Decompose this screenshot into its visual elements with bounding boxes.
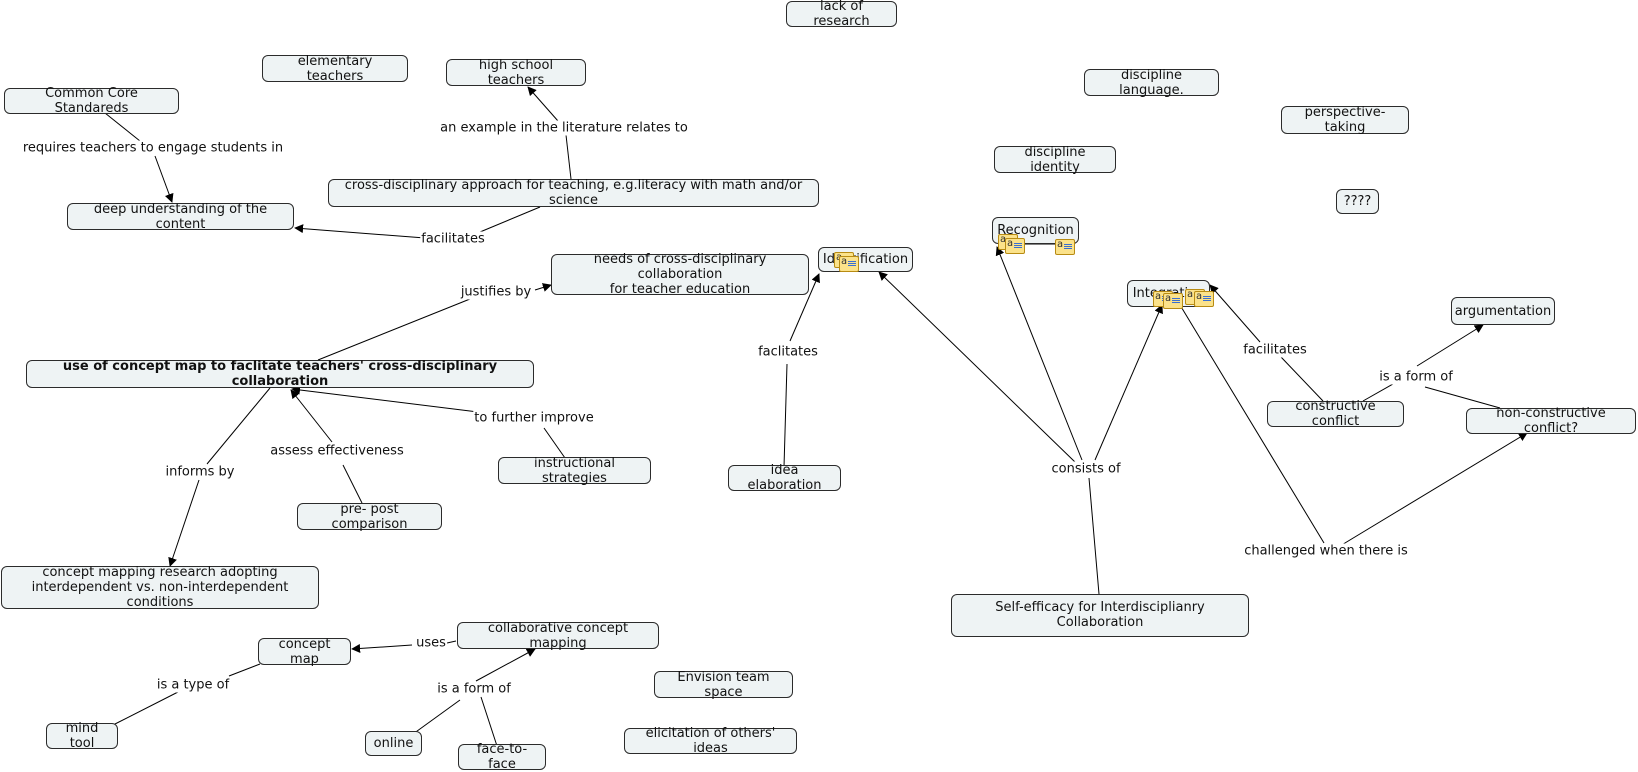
link-label-faclitates[interactable]: faclitates [757,344,819,360]
connector-line [154,155,174,203]
connector-line [291,385,479,413]
connector-line [294,224,426,239]
connector-line [1424,386,1501,409]
link-label-facilitates[interactable]: facilitates [420,231,486,247]
connector-line [342,464,363,504]
node-identification[interactable]: Identification [818,247,913,272]
node-discipline-identity[interactable]: discipline identity [994,145,1116,175]
node-constructive-conflict[interactable]: constructive conflict [1267,399,1404,429]
link-label-example[interactable]: an example in the literature relates to [439,120,689,136]
connector-line [206,387,271,465]
connector-line [480,696,498,747]
connector-line [351,643,413,653]
connector-line [783,363,788,468]
link-label-informs-by[interactable]: informs by [164,464,236,480]
node-needs-collaboration[interactable]: needs of cross-disciplinary collaboratio… [551,252,809,297]
connector-line [112,691,179,726]
node-online[interactable]: online [365,731,422,756]
connector-line [168,479,200,567]
connector-line [446,640,457,644]
connector-line [479,206,541,233]
link-label-to-further-improve[interactable]: to further improve [473,410,595,426]
connector-line [565,134,572,180]
node-instructional-strategies[interactable]: instructional strategies [498,456,651,486]
connector-line [412,699,461,735]
connector-line [527,86,559,122]
node-common-core[interactable]: Common Core Standareds [4,86,179,116]
node-idea-elaboration[interactable]: idea elaboration [728,463,841,493]
connector-line [1339,432,1528,547]
node-concept-map[interactable]: concept map [258,637,351,667]
connector-line [534,283,552,292]
connector-line [1209,284,1261,343]
node-elementary-teachers[interactable]: elementary teachers [262,54,408,84]
node-argumentation[interactable]: argumentation [1451,297,1555,325]
connector-line [543,427,566,459]
connector-line [290,389,333,443]
resource-icon[interactable]: a [1194,291,1214,307]
connector-line [1179,304,1325,544]
link-label-requires[interactable]: requires teachers to engage students in [21,140,285,156]
link-label-assess-effectiveness[interactable]: assess effectiveness [269,443,405,459]
node-perspective-taking[interactable]: perspective-taking [1281,105,1409,135]
connector-line [1280,356,1324,402]
connector-line [475,648,536,682]
link-label-uses[interactable]: uses [415,635,447,651]
node-non-constructive-conflict[interactable]: non-constructive conflict? [1466,406,1636,436]
node-lack-of-research[interactable]: lack of research [786,0,897,29]
node-use-of-concept-map[interactable]: use of concept map to faclitate teachers… [26,359,534,389]
node-mind-tool[interactable]: mind tool [46,721,118,751]
node-collaborative-concept-mapping[interactable]: collaborative concept mapping [457,621,659,651]
link-label-is-a-type-of[interactable]: is a type of [155,677,231,693]
resource-icon[interactable]: a [1163,293,1183,309]
connector-line [878,271,1076,463]
node-face-to-face[interactable]: face-to-face [458,742,546,772]
connector-line [1416,324,1484,367]
node-discipline-language[interactable]: discipline language. [1084,68,1219,98]
connector-line [995,246,1083,461]
node-envision-team-space[interactable]: Envision team space [654,670,793,700]
resource-icon[interactable]: a [1055,239,1075,255]
node-self-efficacy[interactable]: Self-efficacy for Interdisciplianry Coll… [951,594,1249,637]
connector-line [317,298,471,361]
connector-line [789,273,820,342]
node-cross-disciplinary[interactable]: cross-disciplinary approach for teaching… [328,178,819,208]
node-elicitation[interactable]: elicitation of others' ideas [624,726,797,756]
node-pre-post-comparison[interactable]: pre- post comparison [297,502,442,532]
node-question-marks[interactable]: ???? [1336,189,1379,214]
resource-icon[interactable]: a [839,256,859,272]
link-label-facilitates-integration[interactable]: facilitates [1242,342,1308,358]
node-concept-mapping-research[interactable]: concept mapping research adopting interd… [1,565,319,610]
node-deep-understanding[interactable]: deep understanding of the content [67,202,294,232]
connector-line [1088,477,1100,595]
link-label-is-a-form-of[interactable]: is a form of [1378,369,1454,385]
node-high-school-teachers[interactable]: high school teachers [446,58,586,88]
link-label-is-a-form-of-2[interactable]: is a form of [436,681,512,697]
connector-line [228,663,261,677]
resource-icon[interactable]: a [1005,238,1025,254]
link-label-consists-of[interactable]: consists of [1050,461,1122,477]
link-label-justifies[interactable]: justifies by [459,284,533,300]
connector-line [104,112,146,146]
link-label-challenged[interactable]: challenged when there is [1243,543,1409,559]
connector-line [1094,304,1163,461]
